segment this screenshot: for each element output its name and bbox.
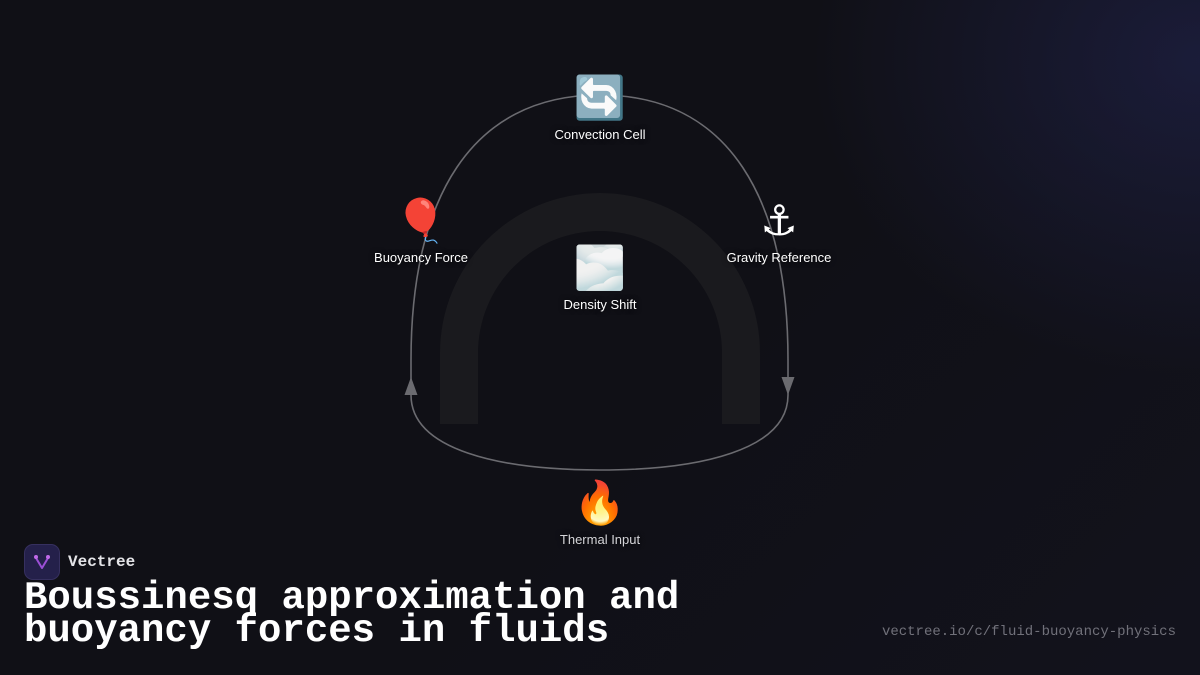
node-convection-cell[interactable]: 🔄 Convection Cell <box>554 73 646 143</box>
balloon-icon: 🎈 <box>394 196 448 245</box>
arrow-down-icon <box>781 377 795 395</box>
arrow-up-icon <box>404 377 418 395</box>
anchor-icon: ⚓ <box>760 196 798 245</box>
node-label: Thermal Input <box>559 532 641 547</box>
counterclockwise-arrows-icon: 🔄 <box>573 73 627 122</box>
node-gravity-reference[interactable]: ⚓ Gravity Reference <box>726 196 832 266</box>
node-label: Density Shift <box>563 297 637 312</box>
node-thermal-input[interactable]: 🔥 Thermal Input <box>559 478 641 548</box>
source-url[interactable]: vectree.io/c/fluid-buoyancy-physics <box>881 624 1176 640</box>
node-label: Gravity Reference <box>726 250 832 265</box>
brand-name: Vectree <box>68 553 136 571</box>
central-arch <box>440 193 760 424</box>
node-label: Convection Cell <box>554 127 646 142</box>
cycle-loop-path <box>410 94 789 471</box>
node-buoyancy-force[interactable]: 🎈 Buoyancy Force <box>374 196 468 266</box>
node-label: Buoyancy Force <box>374 250 468 265</box>
fog-cloud-icon: 🌫️ <box>573 243 627 292</box>
vectree-logo-icon <box>24 544 60 580</box>
brand: Vectree <box>24 544 135 580</box>
page-title: Boussinesq approximation and buoyancy fo… <box>24 576 680 653</box>
node-density-shift[interactable]: 🌫️ Density Shift <box>563 243 637 313</box>
fire-icon: 🔥 <box>573 478 627 527</box>
